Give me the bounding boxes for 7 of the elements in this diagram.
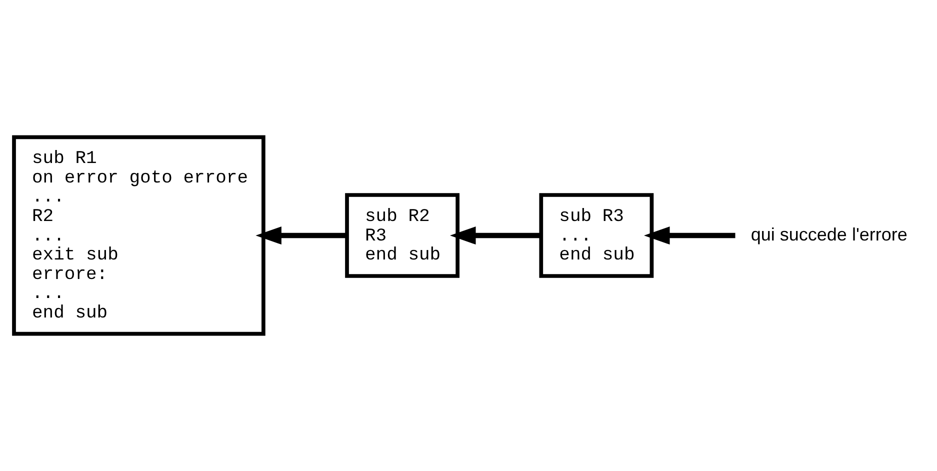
arrow [450,226,541,245]
node-box: sub R2 R3 end sub [345,193,460,278]
arrow [644,226,736,245]
node-box: sub R1 on error goto errore ... R2 ... exit sub errore: ... end sub [12,135,266,336]
node-box: sub R3 ... end sub [539,193,654,278]
node-text: qui succede l'errore [750,224,908,244]
arrow [256,226,347,245]
